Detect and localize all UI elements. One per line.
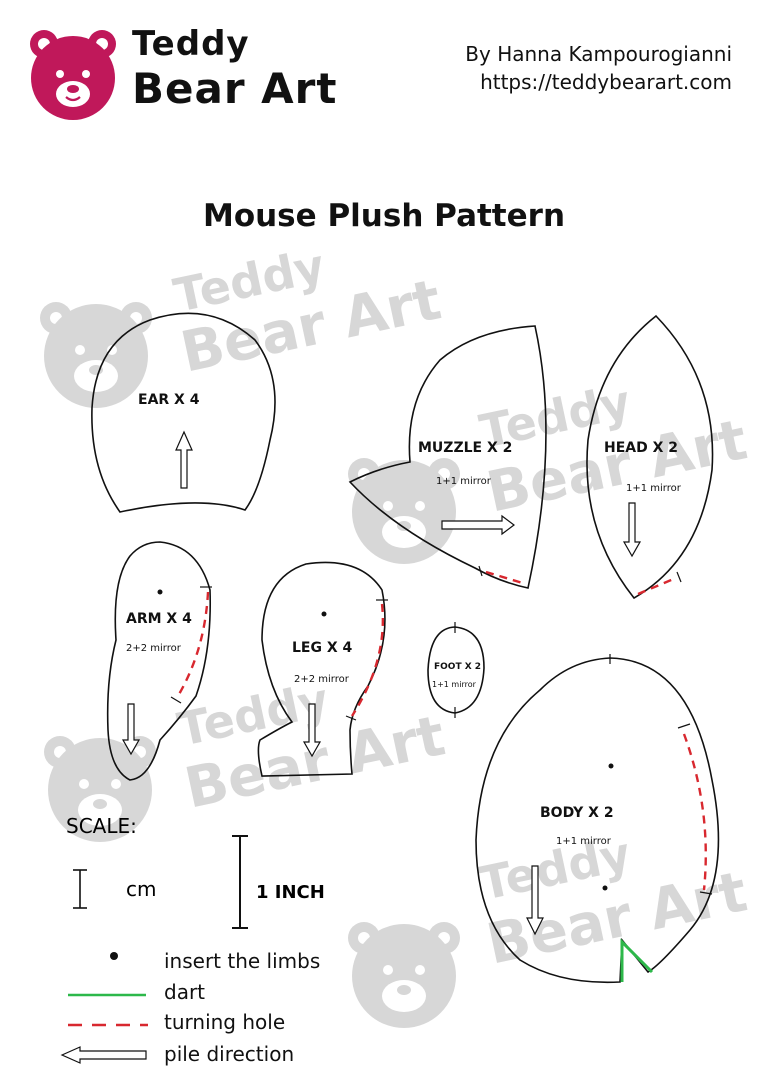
pile-arrow-icon <box>622 502 642 558</box>
arm-piece: ARM X 4 2+2 mirror <box>106 541 212 781</box>
ear-piece: EAR X 4 <box>91 312 276 513</box>
leg-note: 2+2 mirror <box>294 674 350 685</box>
author-name: By Hanna Kampourogianni <box>465 42 732 66</box>
limb-insert-dot <box>602 885 608 891</box>
muzzle-piece: MUZZLE X 2 1+1 mirror <box>348 325 547 589</box>
body-label: BODY X 2 <box>540 805 614 821</box>
legend-pile-direction: pile direction <box>164 1042 294 1066</box>
pile-arrow-icon <box>121 703 141 756</box>
head-note: 1+1 mirror <box>626 483 682 494</box>
pile-arrow-icon <box>441 514 515 536</box>
teddy-bear-logo-icon <box>30 30 116 120</box>
ear-label: EAR X 4 <box>138 392 200 408</box>
foot-piece: FOOT X 2 1+1 mirror <box>427 622 485 718</box>
head-piece: HEAD X 2 1+1 mirror <box>586 314 714 600</box>
watermark-1: Teddy Bear Art <box>40 238 446 408</box>
cm-label: cm <box>126 877 156 901</box>
brand-line2: Bear Art <box>132 64 338 113</box>
watermark-2: Teddy Bear Art <box>348 374 752 564</box>
limb-insert-dot <box>608 763 614 769</box>
limb-insert-dot <box>157 589 163 595</box>
legend-limbs: insert the limbs <box>164 949 320 973</box>
muzzle-note: 1+1 mirror <box>436 476 492 487</box>
pile-direction-arrow-icon <box>60 1046 147 1064</box>
muzzle-label: MUZZLE X 2 <box>418 440 512 456</box>
foot-note: 1+1 mirror <box>432 680 477 689</box>
leg-label: LEG X 4 <box>292 640 353 656</box>
scale-label: SCALE: <box>66 814 137 838</box>
author-block: By Hanna Kampourogianni https://teddybea… <box>465 40 732 96</box>
pile-arrow-icon <box>526 865 544 936</box>
body-note: 1+1 mirror <box>556 836 612 847</box>
foot-label: FOOT X 2 <box>434 662 481 672</box>
dart-mark <box>620 938 654 982</box>
arm-label: ARM X 4 <box>126 611 192 627</box>
pile-arrow-icon <box>302 703 322 758</box>
legend-turning-hole: turning hole <box>164 1010 285 1034</box>
page-title: Mouse Plush Pattern <box>202 198 566 234</box>
brand-line1: Teddy <box>132 24 250 64</box>
arm-note: 2+2 mirror <box>126 643 182 654</box>
inch-label: 1 INCH <box>256 882 325 903</box>
limb-insert-dot <box>321 611 327 617</box>
legend-dart: dart <box>164 980 205 1004</box>
scale-section: SCALE: cm 1 INCH <box>66 814 325 929</box>
website-url[interactable]: https://teddybearart.com <box>480 70 732 94</box>
head-label: HEAD X 2 <box>604 440 678 456</box>
leg-piece: LEG X 4 2+2 mirror <box>257 561 388 777</box>
pile-arrow-icon <box>175 430 193 489</box>
body-piece: BODY X 2 1+1 mirror <box>475 654 720 984</box>
legend: insert the limbs dart turning hole pile … <box>60 949 320 1066</box>
limb-dot-icon <box>110 952 118 960</box>
